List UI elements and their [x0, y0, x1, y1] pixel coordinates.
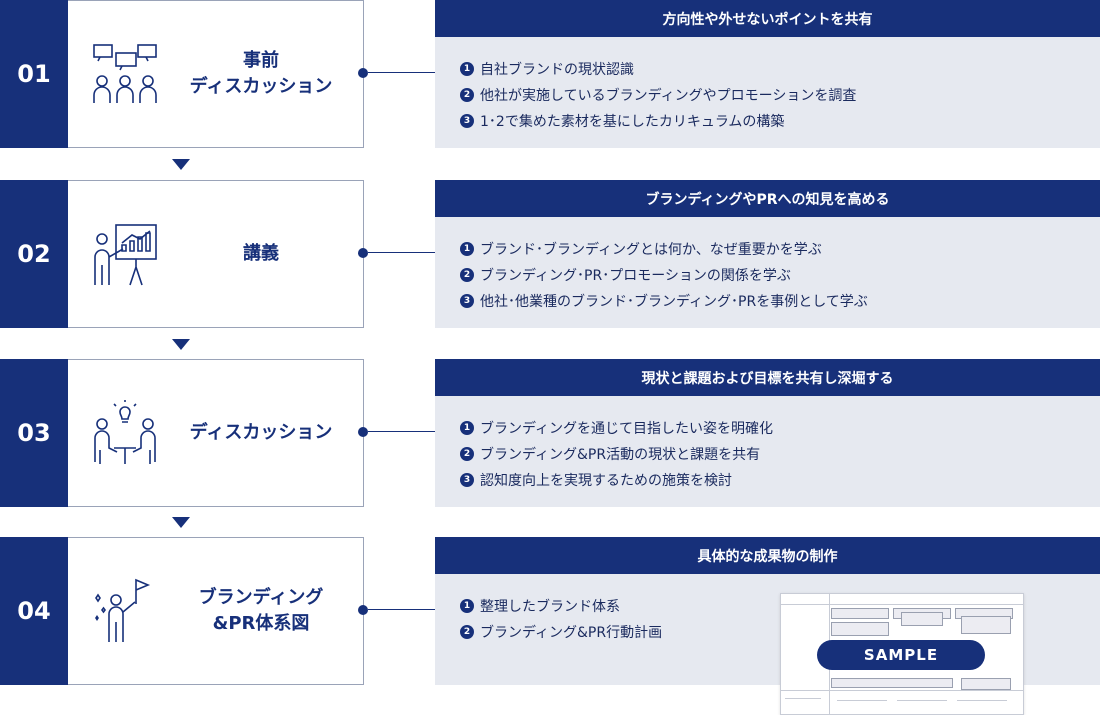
sample-cell [901, 612, 943, 626]
step-01: 01 事前 ディスカッション 方向性や外せないポイントを共有 1 自社ブランドの現… [0, 0, 1100, 148]
item-text: 1･2で集めた素材を基にしたカリキュラムの構築 [480, 114, 785, 130]
step-detail-panel: 現状と課題および目標を共有し深堀する 1 ブランディングを通じて目指したい姿を明確… [435, 359, 1100, 507]
sample-cell [961, 678, 1011, 690]
panel-heading: 具体的な成果物の制作 [435, 537, 1100, 574]
item-text: 自社ブランドの現状認識 [480, 62, 634, 78]
panel-heading: 現状と課題および目標を共有し深堀する [435, 359, 1100, 396]
connector-dot [358, 248, 368, 258]
presentation-board-icon [94, 224, 157, 286]
grid-line [957, 700, 1007, 701]
number-bullet: 3 [460, 294, 474, 308]
connector-dot [358, 605, 368, 615]
grid-line [785, 698, 821, 699]
item-text: 整理したブランド体系 [480, 599, 620, 615]
list-item: 1 整理したブランド体系 [460, 593, 662, 619]
step-title: ブランディング &PR体系図 [198, 587, 324, 634]
number-bullet: 1 [460, 599, 474, 613]
connector-line [368, 431, 435, 432]
list-item: 2 他社が実施しているブランディングやプロモーションを調査 [460, 82, 856, 108]
connector-line [368, 609, 435, 610]
number-bullet: 1 [460, 242, 474, 256]
step-card: 事前 ディスカッション [68, 0, 364, 148]
grid-line [781, 604, 1023, 605]
step-title: 講義 [243, 243, 279, 264]
item-text: ブランディング&PR行動計画 [480, 625, 663, 641]
sample-document-thumbnail: SAMPLE [780, 593, 1024, 715]
step-detail-panel: ブランディングやPRへの知見を高める 1 ブランド･ブランディングとは何か、なぜ重… [435, 180, 1100, 328]
item-list: 1 ブランディングを通じて目指したい姿を明確化 2 ブランディング&PR活動の現状と… [460, 415, 773, 493]
item-text: 他社が実施しているブランディングやプロモーションを調査 [480, 88, 857, 104]
panel-heading: 方向性や外せないポイントを共有 [435, 0, 1100, 37]
connector-dot [358, 427, 368, 437]
meeting-people-icon [93, 44, 157, 103]
item-list: 1 ブランド･ブランディングとは何か、なぜ重要かを学ぶ 2 ブランディング･PR･プ… [460, 236, 868, 314]
item-text: ブランディング&PR活動の現状と課題を共有 [480, 447, 761, 463]
list-item: 3 認知度向上を実現するための施策を検討 [460, 467, 773, 493]
item-text: 他社･他業種のブランド･ブランディング･PRを事例として学ぶ [480, 294, 868, 310]
connector-dot [358, 68, 368, 78]
list-item: 2 ブランディング&PR活動の現状と課題を共有 [460, 441, 773, 467]
step-02: 02 講義 ブランディングやPRへの知見を高める 1 ブランド･ブランディングとは… [0, 180, 1100, 328]
number-bullet: 2 [460, 447, 474, 461]
grid-line [897, 700, 947, 701]
item-list: 1 整理したブランド体系 2 ブランディング&PR行動計画 [460, 593, 662, 645]
number-bullet: 2 [460, 88, 474, 102]
item-text: ブランディングを通じて目指したい姿を明確化 [480, 421, 774, 437]
step-card: ブランディング &PR体系図 [68, 537, 364, 685]
grid-line [837, 700, 887, 701]
list-item: 2 ブランディング&PR行動計画 [460, 619, 662, 645]
step-number: 04 [0, 537, 68, 685]
panel-heading: ブランディングやPRへの知見を高める [435, 180, 1100, 217]
step-card: ディスカッション [68, 359, 364, 507]
list-item: 3 他社･他業種のブランド･ブランディング･PRを事例として学ぶ [460, 288, 868, 314]
step-card: 講義 [68, 180, 364, 328]
sample-cell [961, 616, 1011, 634]
item-text: ブランディング･PR･プロモーションの関係を学ぶ [480, 268, 791, 284]
list-item: 1 ブランド･ブランディングとは何か、なぜ重要かを学ぶ [460, 236, 868, 262]
number-bullet: 3 [460, 114, 474, 128]
sample-cell [831, 678, 953, 688]
number-bullet: 2 [460, 625, 474, 639]
step-detail-panel: 方向性や外せないポイントを共有 1 自社ブランドの現状認識 2 他社が実施しているブ… [435, 0, 1100, 148]
step-03: 03 ディスカッション 現状と課題および目標を共有し深堀する 1 ブランディングを… [0, 359, 1100, 507]
step-title: 事前 ディスカッション [189, 50, 333, 97]
number-bullet: 2 [460, 268, 474, 282]
step-title: ディスカッション [189, 422, 333, 443]
list-item: 1 ブランディングを通じて目指したい姿を明確化 [460, 415, 773, 441]
number-bullet: 1 [460, 62, 474, 76]
item-text: 認知度向上を実現するための施策を検討 [480, 473, 732, 489]
connector-line [368, 252, 435, 253]
list-item: 3 1･2で集めた素材を基にしたカリキュラムの構築 [460, 108, 856, 134]
step-number: 01 [0, 0, 68, 148]
down-arrow-icon [172, 159, 190, 170]
list-item: 2 ブランディング･PR･プロモーションの関係を学ぶ [460, 262, 868, 288]
list-item: 1 自社ブランドの現状認識 [460, 56, 856, 82]
connector-line [368, 72, 435, 73]
number-bullet: 3 [460, 473, 474, 487]
sample-badge: SAMPLE [817, 640, 985, 670]
item-text: ブランド･ブランディングとは何か、なぜ重要かを学ぶ [480, 242, 822, 258]
sample-cell [831, 622, 889, 636]
flag-person-icon [95, 578, 151, 642]
down-arrow-icon [172, 339, 190, 350]
grid-line [781, 690, 1023, 691]
sample-cell [831, 608, 889, 619]
step-number: 02 [0, 180, 68, 328]
down-arrow-icon [172, 517, 190, 528]
discussion-lightbulb-icon [94, 400, 156, 464]
number-bullet: 1 [460, 421, 474, 435]
step-number: 03 [0, 359, 68, 507]
item-list: 1 自社ブランドの現状認識 2 他社が実施しているブランディングやプロモーションを調… [460, 56, 856, 134]
